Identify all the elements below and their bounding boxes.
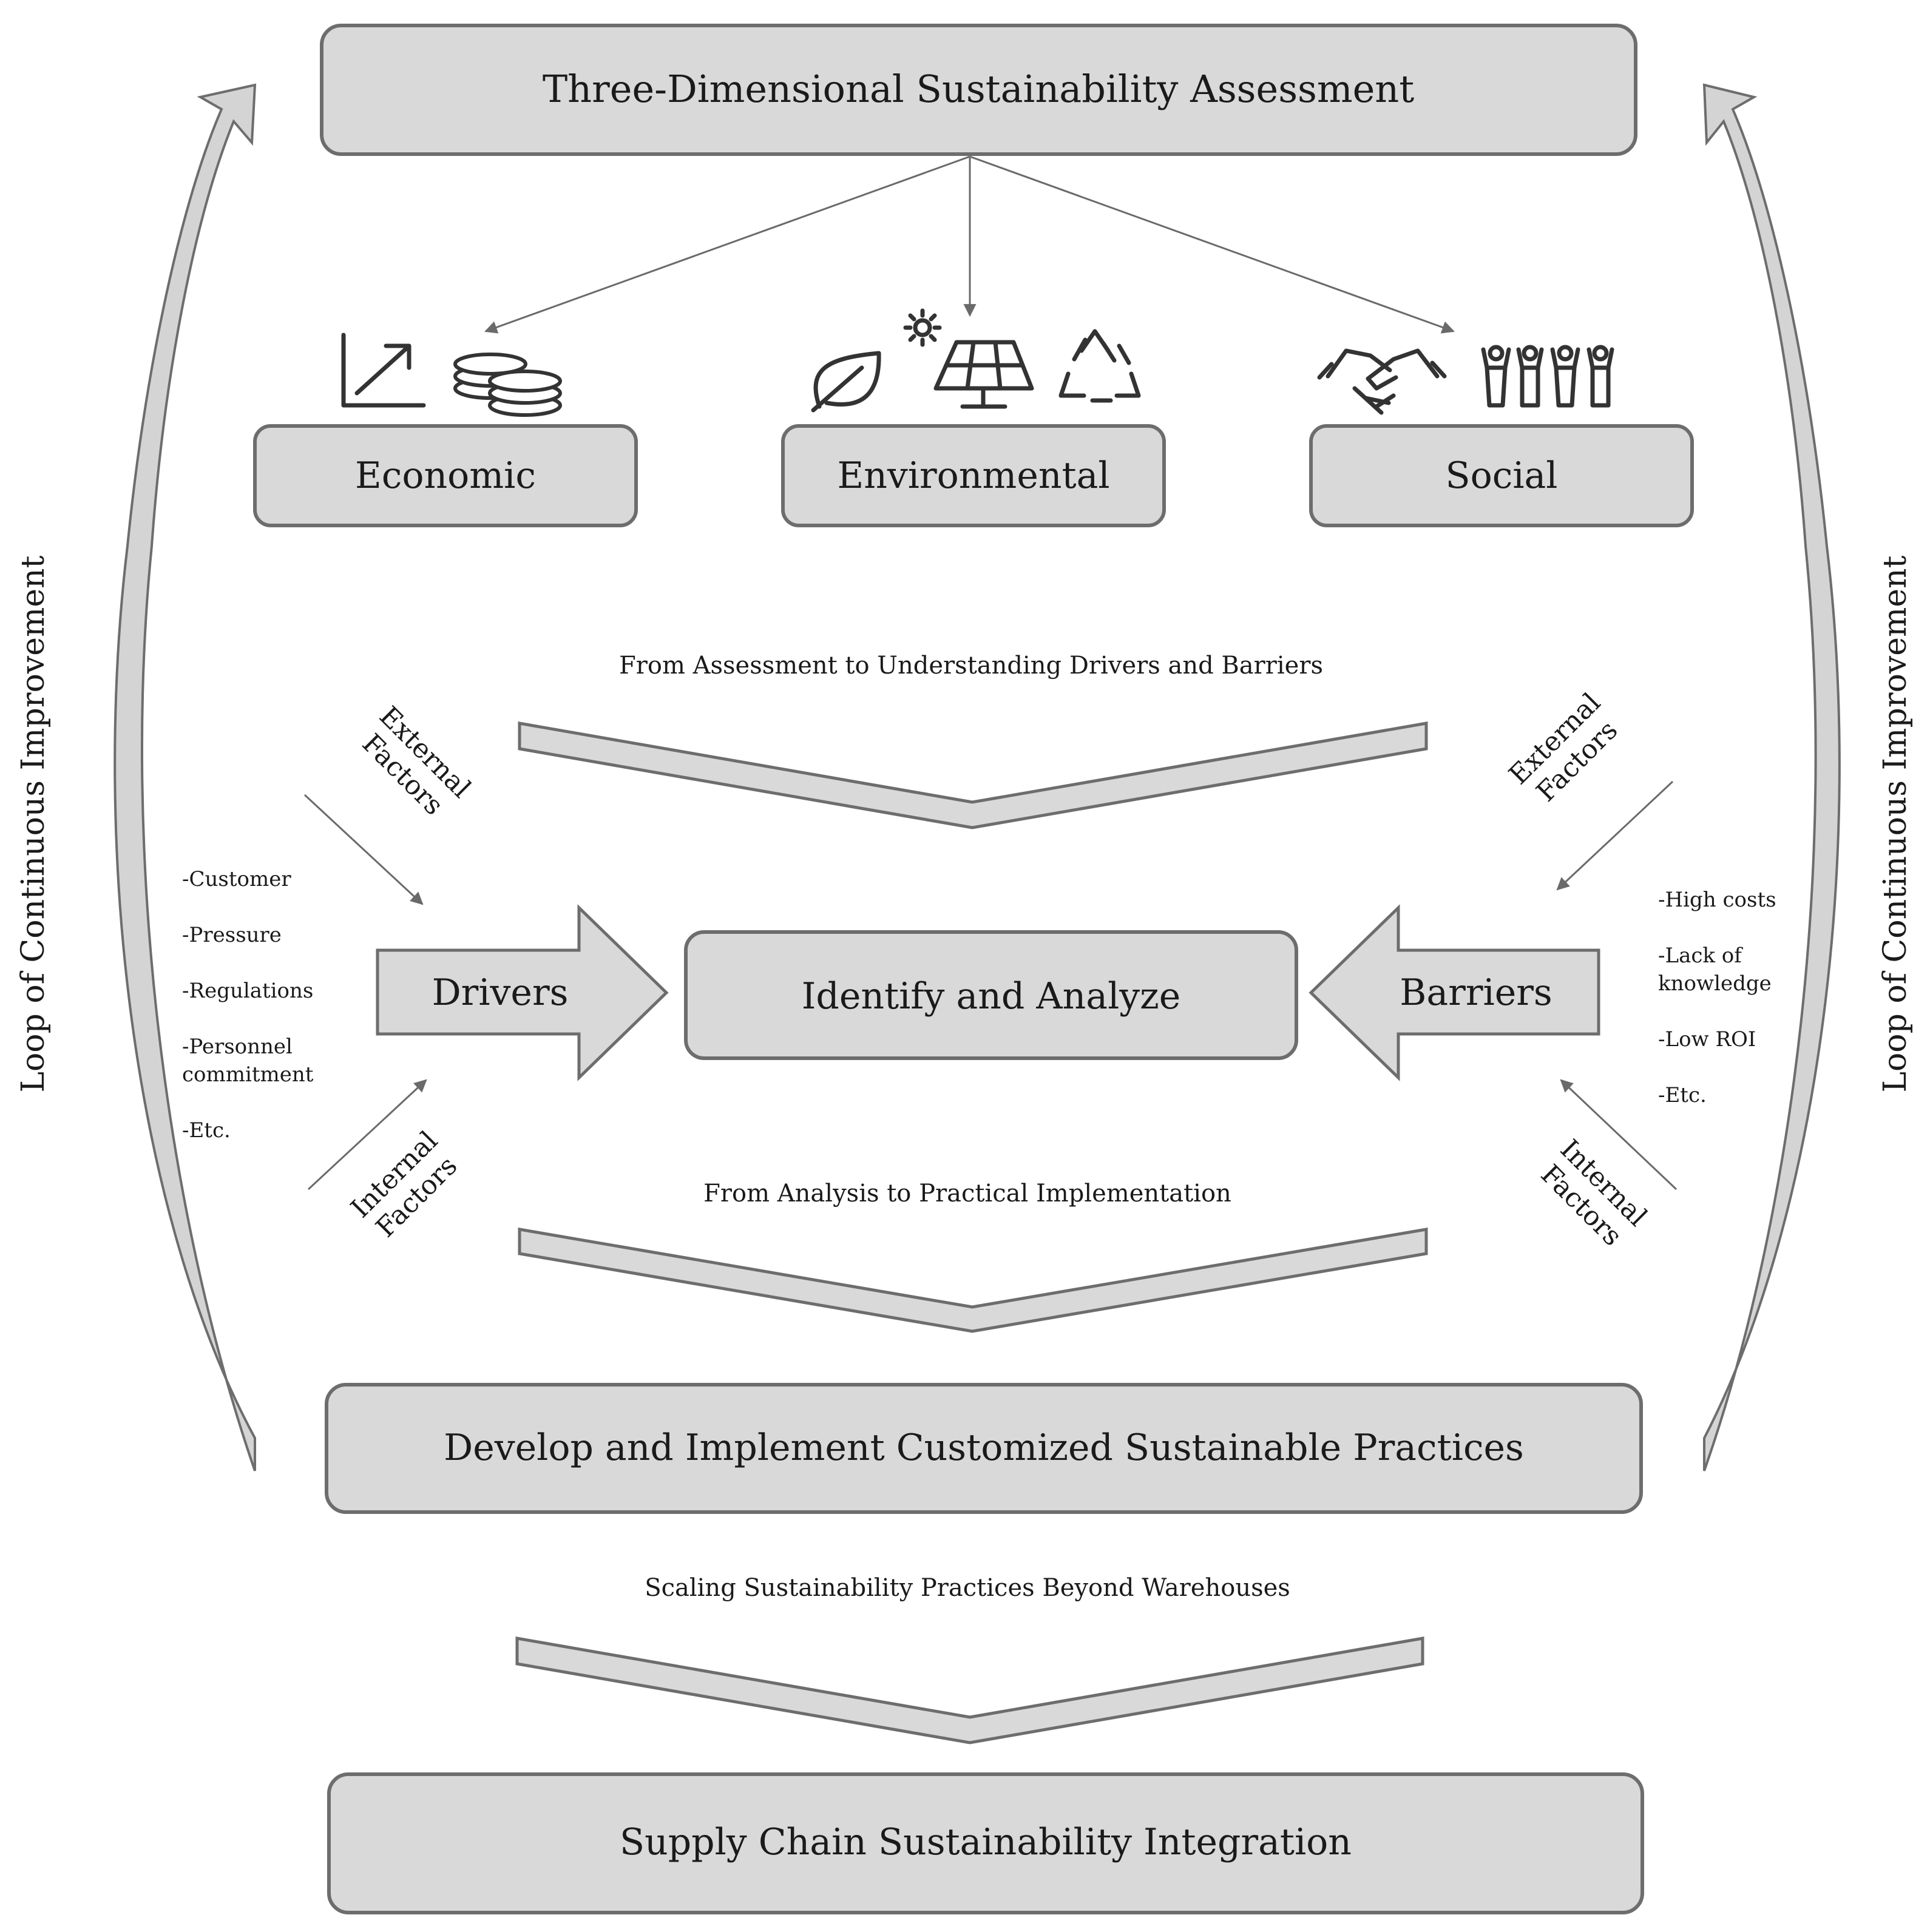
coins-icon [453, 353, 562, 417]
barriers-arrow [1309, 904, 1600, 1081]
drivers-list: -Customer -Pressure -Regulations -Person… [182, 867, 314, 1143]
chevron-1 [518, 721, 1428, 829]
environmental-label: Environmental [837, 454, 1109, 497]
external-arrow-left [303, 794, 424, 905]
list-item: commitment [182, 1062, 314, 1087]
loop-label-right: Loop of Continuous Improvement [1877, 555, 1914, 1092]
handshake-icon [1317, 348, 1447, 415]
leaf-icon [811, 351, 881, 413]
transition-label-2: From Analysis to Practical Implementatio… [703, 1180, 1231, 1208]
environmental-box [781, 424, 1166, 527]
internal-factors-right: InternalFactors [1532, 1133, 1653, 1254]
list-item: -Lack of [1658, 944, 1743, 968]
transition-label-3: Scaling Sustainability Practices Beyond … [645, 1574, 1290, 1602]
external-factors-right: ExternalFactors [1503, 687, 1628, 812]
chevron-3 [515, 1636, 1424, 1745]
list-item: -Etc. [1658, 1083, 1707, 1107]
barriers-list: -High costs -Lack of knowledge -Low ROI … [1658, 888, 1776, 1107]
arrow-to-social [969, 155, 1455, 334]
list-item: -Regulations [182, 979, 313, 1003]
list-item: -Customer [182, 867, 291, 891]
transition-label-1: From Assessment to Understanding Drivers… [619, 652, 1323, 680]
social-box [1309, 424, 1694, 527]
external-factors-left: ExternalFactors [351, 700, 476, 826]
external-arrow-right [1556, 780, 1674, 891]
loop-arrow-right [1702, 83, 1841, 1471]
arrow-to-economic [484, 155, 970, 334]
economic-box [253, 424, 638, 527]
barriers-label: Barriers [1400, 971, 1552, 1014]
recycle-icon [1058, 329, 1141, 403]
assessment-box [320, 24, 1637, 156]
internal-arrow-left [307, 1079, 427, 1191]
integration-box [327, 1772, 1644, 1914]
list-item: -High costs [1658, 888, 1776, 912]
identify-analyze-box [684, 930, 1298, 1060]
list-item: -Low ROI [1658, 1027, 1756, 1052]
identify-analyze-label: Identify and Analyze [802, 975, 1181, 1018]
people-icon [1481, 345, 1614, 408]
assessment-title: Three-Dimensional Sustainability Assessm… [543, 67, 1414, 111]
drivers-arrow [376, 904, 669, 1081]
internal-factors-left: InternalFactors [345, 1125, 466, 1246]
growth-chart-icon [341, 333, 426, 408]
implement-box [325, 1383, 1643, 1514]
solar-panel-icon [903, 308, 1034, 409]
list-item: -Personnel [182, 1035, 293, 1059]
chevron-2 [518, 1228, 1428, 1333]
internal-arrow-right [1560, 1079, 1678, 1191]
economic-label: Economic [355, 454, 536, 497]
drivers-label: Drivers [432, 971, 569, 1014]
loop-label-left: Loop of Continuous Improvement [15, 555, 52, 1092]
social-label: Social [1446, 454, 1558, 497]
loop-arrow-left [113, 83, 257, 1471]
implement-label: Develop and Implement Customized Sustain… [444, 1427, 1524, 1469]
list-item: -Pressure [182, 923, 282, 947]
list-item: -Etc. [182, 1118, 231, 1143]
integration-label: Supply Chain Sustainability Integration [620, 1821, 1352, 1863]
list-item: knowledge [1658, 971, 1772, 996]
